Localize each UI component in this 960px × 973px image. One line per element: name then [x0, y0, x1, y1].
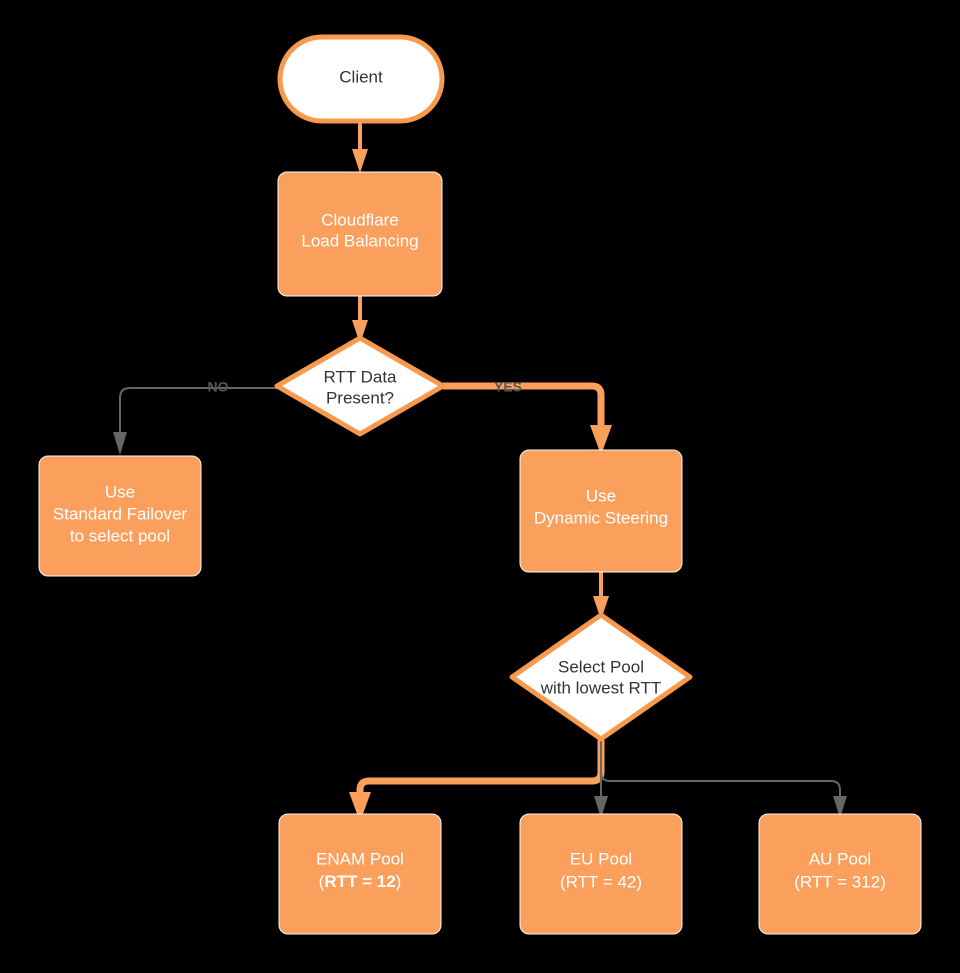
- node-enam-pool[interactable]: ENAM Pool (RTT = 12): [278, 813, 442, 935]
- edge-select-pool-to-au-pool: [600, 740, 847, 818]
- node-eu-pool[interactable]: EU Pool (RTT = 42): [519, 813, 683, 935]
- load-balancing-shape: [277, 171, 443, 297]
- edge-select-pool-to-enam-pool: [349, 740, 605, 822]
- node-dynamic-steering[interactable]: Use Dynamic Steering: [519, 449, 683, 573]
- node-rtt-decision[interactable]: RTT Data Present?: [274, 335, 446, 437]
- enam-pool-rtt-prefix: (: [319, 872, 325, 891]
- dynamic-steering-label-line2: Dynamic Steering: [534, 508, 668, 527]
- standard-failover-shape: [38, 455, 202, 577]
- edge-rtt-decision-no-to-standard-failover: [113, 387, 277, 455]
- edge-client-to-load-balancing: [352, 120, 368, 173]
- edge-rtt-decision-yes-to-dynamic-steering: [443, 382, 612, 455]
- select-pool-label-line2: with lowest RTT: [540, 678, 662, 697]
- dynamic-steering-shape: [519, 449, 683, 573]
- select-pool-label-line1: Select Pool: [558, 657, 644, 676]
- au-pool-label-line2: (RTT = 312): [794, 872, 886, 891]
- client-shape: [277, 34, 445, 124]
- standard-failover-label-line3: to select pool: [70, 526, 170, 545]
- enam-pool-shape: [278, 813, 442, 935]
- edge-dynamic-steering-to-select-pool: [593, 572, 609, 620]
- edge-label-yes: YES: [494, 379, 522, 395]
- node-client[interactable]: Client: [277, 34, 445, 124]
- client-label: Client: [339, 67, 383, 86]
- rtt-decision-label-line1: RTT Data: [323, 367, 397, 386]
- rtt-decision-label-line2: Present?: [326, 388, 394, 407]
- load-balancing-label-line1: Cloudflare: [321, 210, 399, 229]
- eu-pool-label-line1: EU Pool: [570, 849, 632, 868]
- node-au-pool[interactable]: AU Pool (RTT = 312): [758, 813, 922, 935]
- standard-failover-label-line1: Use: [105, 482, 135, 501]
- dynamic-steering-label-line1: Use: [586, 486, 616, 505]
- enam-pool-rtt-suffix: ): [396, 872, 402, 891]
- au-pool-shape: [758, 813, 922, 935]
- standard-failover-label-line2: Standard Failover: [53, 504, 188, 523]
- enam-pool-rtt-value: RTT = 12: [324, 872, 395, 891]
- au-pool-label-line1: AU Pool: [809, 849, 871, 868]
- edge-label-no: NO: [208, 379, 229, 395]
- eu-pool-shape: [519, 813, 683, 935]
- enam-pool-label-line1: ENAM Pool: [316, 849, 404, 868]
- node-standard-failover[interactable]: Use Standard Failover to select pool: [38, 455, 202, 577]
- select-pool-shape: [509, 612, 693, 742]
- load-balancing-label-line2: Load Balancing: [301, 231, 418, 250]
- rtt-decision-shape: [274, 335, 446, 437]
- node-load-balancing[interactable]: Cloudflare Load Balancing: [277, 171, 443, 297]
- edge-load-balancing-to-rtt-decision: [352, 296, 368, 344]
- enam-pool-label-line2: (RTT = 12): [319, 872, 402, 891]
- eu-pool-label-line2: (RTT = 42): [560, 872, 642, 891]
- node-select-pool[interactable]: Select Pool with lowest RTT: [509, 612, 693, 742]
